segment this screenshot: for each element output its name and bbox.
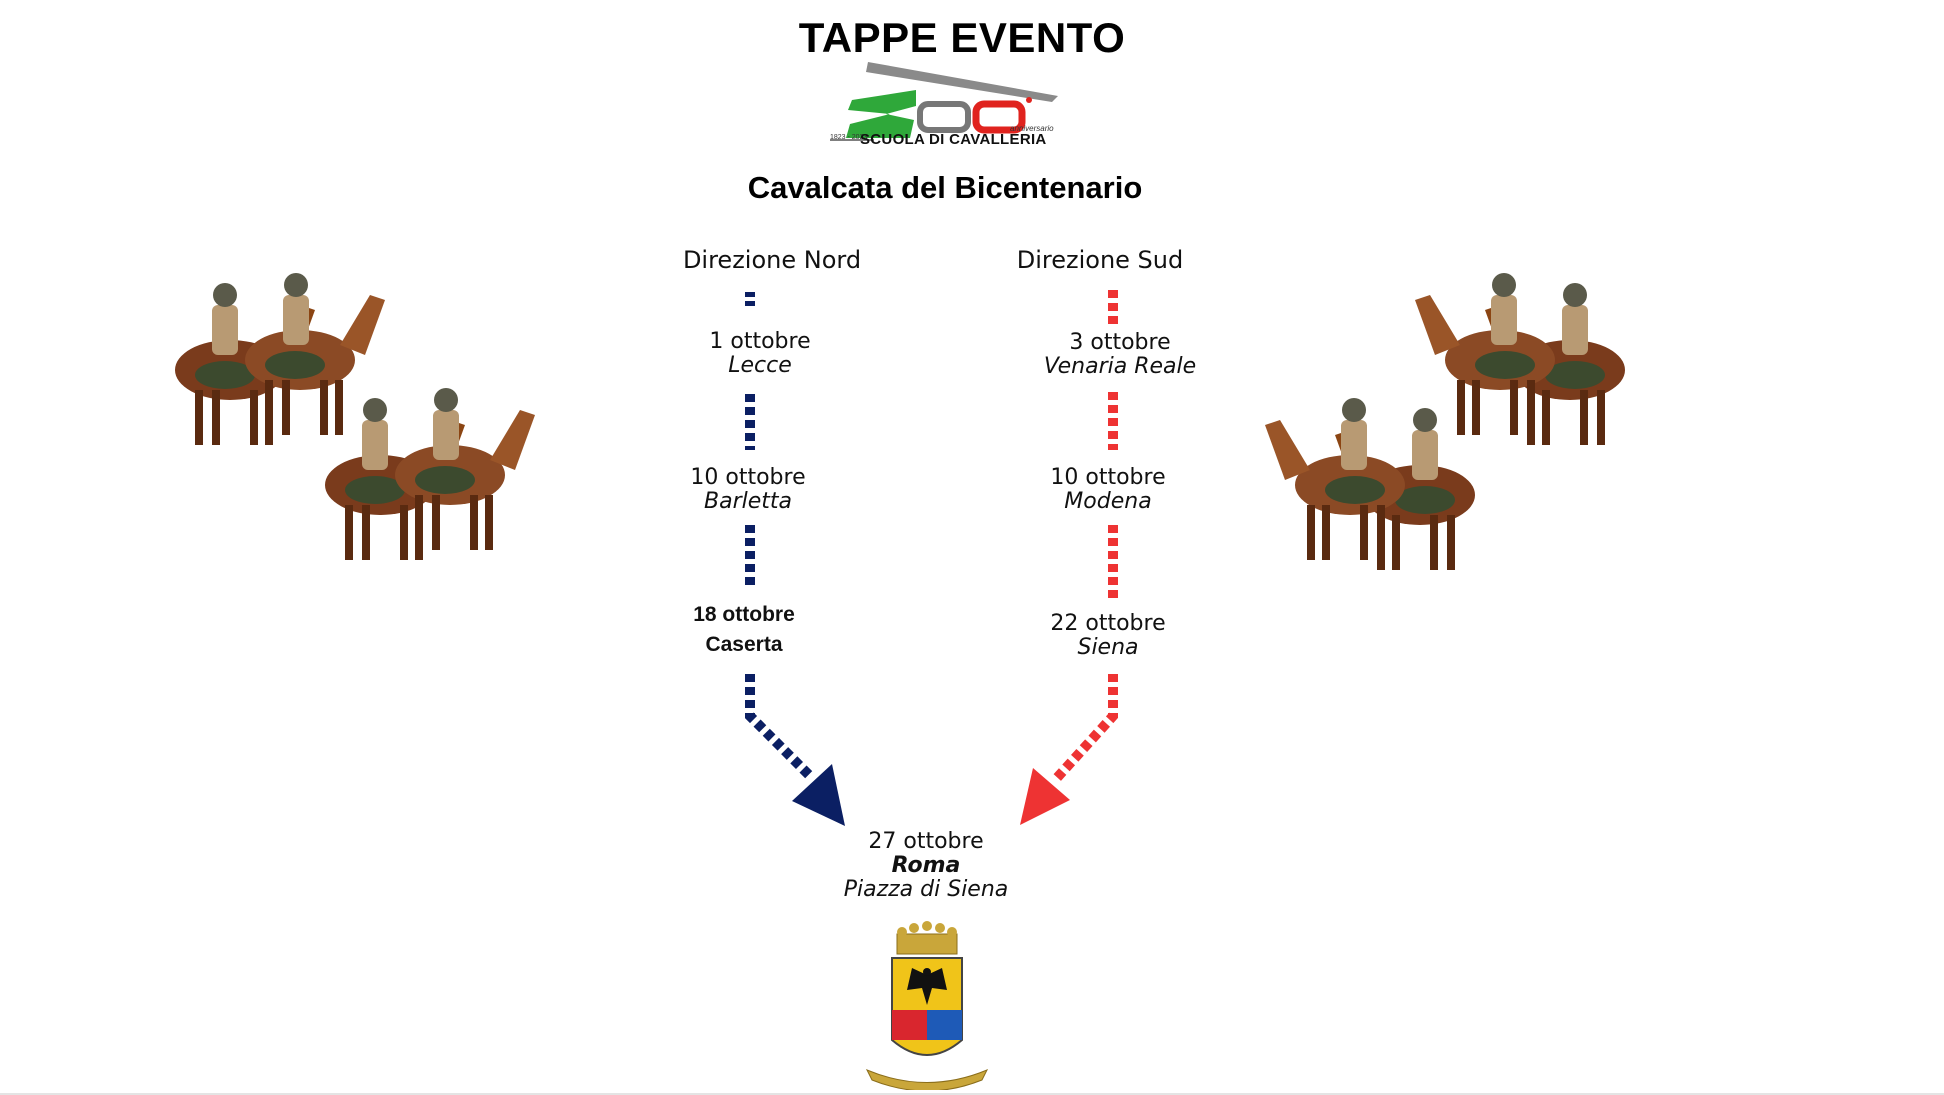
stop-city: Siena: [1077, 635, 1139, 660]
stop-city: Barletta: [703, 489, 792, 514]
stop-date: 10 ottobre: [690, 465, 806, 490]
north-stop-1: 1 ottobre Lecce: [709, 330, 810, 378]
bicentenary-logo: anniversario 1823 - 2023 SCUOLA DI CAVAL…: [826, 58, 1066, 150]
stop-date: 22 ottobre: [1050, 611, 1166, 636]
south-stop-1: 3 ottobre Venaria Reale: [1044, 331, 1196, 379]
destination-date: 27 ottobre: [868, 829, 984, 854]
logo-anniversary: anniversario: [1010, 124, 1054, 133]
south-arrowhead: [1020, 768, 1070, 825]
event-subtitle: Cavalcata del Bicentenario: [747, 170, 1143, 205]
logo-years: 1823 - 2023: [830, 134, 868, 141]
horse-riders-right-image: [1265, 273, 1625, 570]
north-segment-4: [745, 674, 816, 782]
stop-date: 1 ottobre: [709, 329, 811, 354]
north-stop-2: 10 ottobre Barletta: [690, 466, 805, 514]
south-direction-label: Direzione Sud: [1016, 246, 1184, 274]
stop-city: Venaria Reale: [1043, 354, 1197, 379]
north-arrowhead: [792, 764, 845, 826]
logo-school-name: SCUOLA DI CAVALLERIA: [860, 131, 1047, 148]
stop-date: 3 ottobre: [1069, 330, 1171, 355]
stop-city: Caserta: [705, 633, 783, 656]
destination-place: Piazza di Siena: [843, 877, 1009, 902]
stop-city: Lecce: [728, 353, 792, 378]
south-segment-4: [1051, 674, 1118, 784]
stop-date: 18 ottobre: [693, 603, 795, 626]
horse-riders-left-image: [175, 273, 535, 560]
coat-of-arms-emblem: [865, 921, 989, 1090]
destination-city: Roma: [891, 853, 961, 878]
page-title: TAPPE EVENTO: [798, 14, 1126, 61]
south-stop-3: 22 ottobre Siena: [1050, 612, 1165, 660]
logo-graphic: [830, 62, 1058, 141]
stop-city: Modena: [1064, 489, 1152, 514]
north-direction-label: Direzione Nord: [682, 246, 862, 274]
north-stop-3: 18 ottobre Caserta: [693, 600, 795, 660]
stop-date: 10 ottobre: [1050, 465, 1166, 490]
final-destination: 27 ottobre Roma Piazza di Siena: [844, 830, 1009, 902]
south-stop-2: 10 ottobre Modena: [1050, 466, 1165, 514]
bottom-divider: [0, 1093, 1944, 1095]
